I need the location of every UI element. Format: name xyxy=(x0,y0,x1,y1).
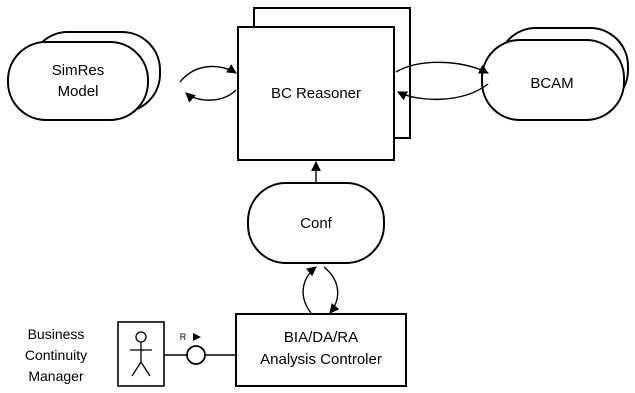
bcam-node: BCAM xyxy=(481,27,629,121)
reasoner-bcam-connector xyxy=(395,61,489,101)
bc-reasoner-node: BC Reasoner xyxy=(237,7,411,161)
port-label: R xyxy=(180,332,187,342)
stick-figure-icon xyxy=(130,331,152,377)
actor-node xyxy=(117,321,165,387)
port-connector: R xyxy=(164,332,236,365)
actor-label-line1: Business xyxy=(28,326,85,342)
actor-label-line2: Continuity xyxy=(25,347,87,363)
analysis-controller-label-line2: Analysis Controler xyxy=(260,351,382,368)
conf-node: Conf xyxy=(247,182,385,264)
simres-model-label-line2: Model xyxy=(58,83,99,100)
simres-model-label-line1: SimRes xyxy=(52,62,105,79)
analysis-controller-node: BIA/DA/RA Analysis Controler xyxy=(235,313,407,387)
port-direction-icon xyxy=(193,333,201,341)
bcam-label: BCAM xyxy=(530,75,573,92)
conf-label: Conf xyxy=(300,215,333,232)
actor-label-line3: Manager xyxy=(28,368,84,384)
simres-model-node: SimRes Model xyxy=(7,31,161,121)
conf-analysis-connector xyxy=(302,266,340,314)
simres-reasoner-connector xyxy=(179,64,237,103)
bc-reasoner-label: BC Reasoner xyxy=(271,85,361,102)
analysis-controller-label-line1: BIA/DA/RA xyxy=(284,329,358,346)
